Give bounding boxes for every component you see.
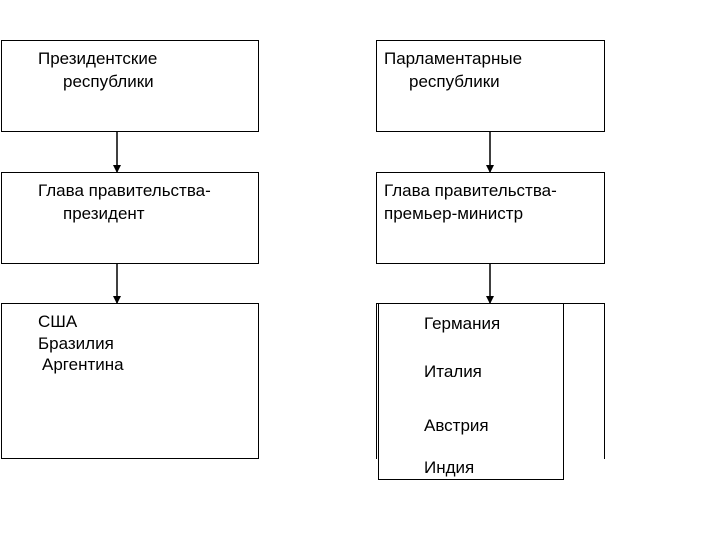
presidential-republics-box: Президентские республики (1, 40, 259, 132)
head-of-government-pm-line1: Глава правительства- (384, 181, 557, 200)
parliamentary-republics-box: Парламентарные республики (376, 40, 605, 132)
parliamentary-republics-line2: республики (409, 72, 500, 91)
head-of-government-president-line1: Глава правительства- (38, 181, 211, 200)
country-argentina: Аргентина (42, 355, 124, 374)
country-usa: США (38, 312, 78, 331)
presidential-countries-box: США Бразилия Аргентина (1, 303, 259, 459)
country-germany: Германия (424, 314, 501, 333)
head-of-government-pm-box: Глава правительства- премьер-министр (376, 172, 605, 264)
head-of-government-president-line2: президент (63, 204, 145, 223)
head-of-government-pm-line2: премьер-министр (384, 204, 524, 223)
country-brazil: Бразилия (38, 334, 114, 353)
presidential-republics-line2: республики (63, 72, 154, 91)
country-italy: Италия (424, 362, 482, 381)
country-austria: Австрия (424, 416, 489, 435)
parliamentary-countries-box: Германия Италия Австрия Индия (378, 303, 564, 480)
head-of-government-president-box: Глава правительства- президент (1, 172, 259, 264)
presidential-republics-line1: Президентские (38, 49, 158, 68)
country-india: Индия (424, 458, 475, 477)
parliamentary-republics-line1: Парламентарные (384, 49, 523, 68)
